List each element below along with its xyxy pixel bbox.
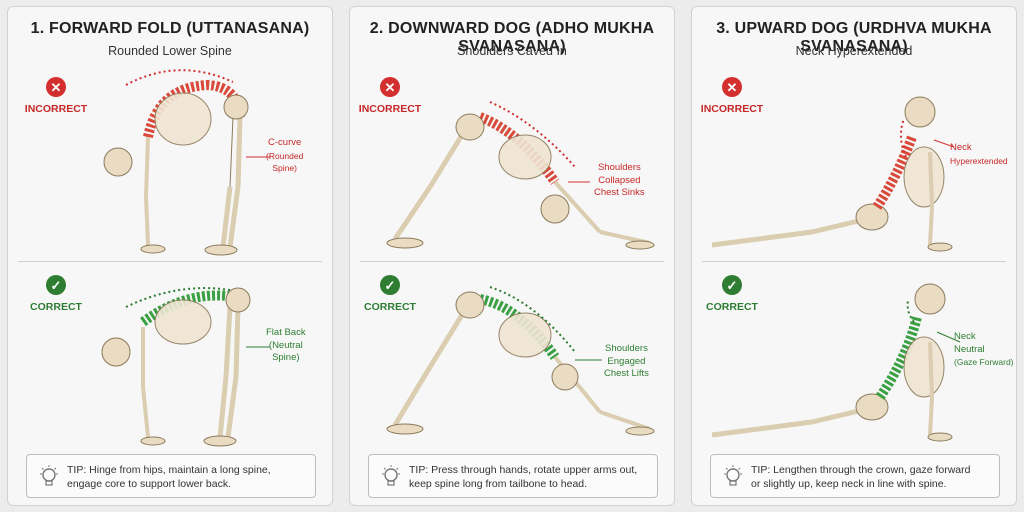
- panel-downward-dog: 2. DOWNWARD DOG (ADHO MUKHA SVANASANA) S…: [349, 6, 675, 506]
- incorrect-status: ✕ INCORRECT: [350, 77, 430, 115]
- skeleton-correct: [101, 287, 251, 447]
- check-circle-icon: ✓: [46, 275, 66, 295]
- panel-title: 1. FORWARD FOLD (UTTANASANA): [30, 20, 310, 37]
- callout-incorrect: Neck Hyperextended: [950, 142, 1008, 166]
- callout-correct: Flat Back (Neutral Spine): [266, 327, 306, 363]
- callout-correct: Shoulders Engaged Chest Lifts: [604, 343, 649, 379]
- callout-correct: Neck Neutral (Gaze Forward): [954, 331, 1014, 367]
- callout-incorrect: C-curve (Rounded Spine): [266, 137, 304, 173]
- tip-box: TIP: Lengthen through the crown, gaze fo…: [710, 454, 1000, 498]
- x-circle-icon: ✕: [46, 77, 66, 97]
- lightbulb-icon: [382, 465, 400, 486]
- lightbulb-icon: [724, 465, 742, 486]
- divider: [360, 261, 664, 262]
- panel-subtitle: Rounded Lower Spine: [108, 44, 232, 58]
- curve-indicator-incorrect: [125, 69, 234, 86]
- skeleton-incorrect: [711, 96, 953, 252]
- correct-status: ✓ CORRECT: [350, 275, 430, 313]
- x-circle-icon: ✕: [380, 77, 400, 97]
- callout-incorrect: Shoulders Collapsed Chest Sinks: [594, 162, 645, 198]
- incorrect-label: INCORRECT: [358, 103, 422, 115]
- tip-text: TIP: Press through hands, rotate upper a…: [409, 464, 638, 490]
- incorrect-status: ✕ INCORRECT: [16, 77, 96, 115]
- lightbulb-icon: [40, 465, 58, 486]
- check-circle-icon: ✓: [380, 275, 400, 295]
- skeleton-correct: [711, 283, 953, 442]
- panel-subtitle: Shoulders Caved In: [457, 44, 567, 58]
- correct-status: ✓ CORRECT: [16, 275, 96, 313]
- curve-indicator-correct: [125, 287, 231, 308]
- panel-subtitle: Neck Hyperextended: [795, 44, 913, 58]
- skeleton-correct: [386, 291, 655, 436]
- panel-title: 3. UPWARD DOG (URDHVA MUKHA SVANASANA): [716, 20, 992, 55]
- curve-indicator-incorrect: [489, 101, 576, 168]
- upward-dog-figures: [711, 96, 961, 442]
- downward-dog-figures: [386, 101, 655, 436]
- tip-box: TIP: Press through hands, rotate upper a…: [368, 454, 658, 498]
- correct-status: ✓ CORRECT: [692, 275, 772, 313]
- correct-label: CORRECT: [30, 301, 82, 313]
- curve-indicator-incorrect: [900, 118, 907, 158]
- skeleton-incorrect: [103, 79, 249, 256]
- check-circle-icon: ✓: [722, 275, 742, 295]
- forward-fold-figures: [101, 69, 270, 447]
- tip-text: TIP: Lengthen through the crown, gaze fo…: [751, 464, 971, 490]
- correct-label: CORRECT: [364, 301, 416, 313]
- curve-indicator-correct: [906, 299, 915, 323]
- incorrect-status: ✕ INCORRECT: [692, 77, 772, 115]
- incorrect-label: INCORRECT: [700, 103, 764, 115]
- skeleton-incorrect: [386, 112, 655, 250]
- tip-text: TIP: Hinge from hips, maintain a long sp…: [67, 464, 271, 490]
- panel-upward-dog: 3. UPWARD DOG (URDHVA MUKHA SVANASANA) N…: [691, 6, 1017, 506]
- incorrect-label: INCORRECT: [24, 103, 88, 115]
- divider: [18, 261, 322, 262]
- panel-forward-fold: 1. FORWARD FOLD (UTTANASANA) Rounded Low…: [7, 6, 333, 506]
- x-circle-icon: ✕: [722, 77, 742, 97]
- panel-title: 2. DOWNWARD DOG (ADHO MUKHA SVANASANA): [369, 20, 655, 55]
- divider: [702, 261, 1006, 262]
- tip-box: TIP: Hinge from hips, maintain a long sp…: [26, 454, 316, 498]
- curve-indicator-correct: [489, 286, 576, 353]
- correct-label: CORRECT: [706, 301, 758, 313]
